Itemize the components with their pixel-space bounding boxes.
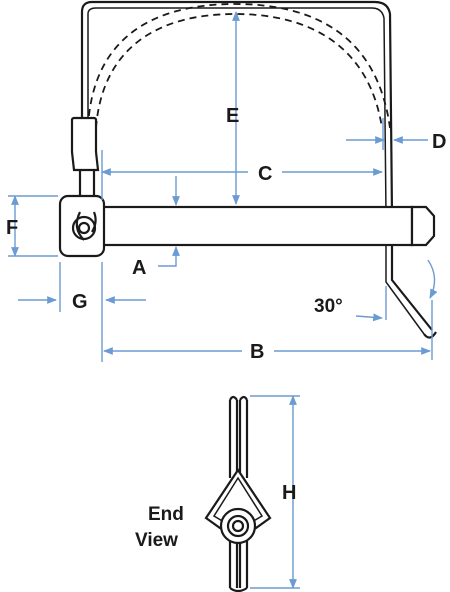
dim-a-bottom [158,246,180,267]
bail-clip [70,116,98,156]
end-view-wire-right [238,400,249,478]
dim-angle-pointer [355,313,383,322]
label-angle: 30° [314,296,343,317]
end-view-wire-bottom [229,587,248,592]
side-view [58,0,437,339]
eyelet-inner [77,221,91,235]
end-view-head-inner [231,519,245,533]
dimension-h [250,395,300,589]
label-c: C [258,163,272,185]
end-view-wire-top [229,395,248,401]
end-view-wire-left [228,400,239,478]
label-h: H [282,482,296,504]
bail-wire [80,0,433,331]
label-f: F [6,217,18,239]
label-g: G [72,291,88,313]
label-a: A [132,257,146,279]
bail-wire-inner [87,7,425,335]
bail-through-eyelet [75,211,97,241]
bail-swing-arc-outer [87,3,391,129]
pin-shaft [98,205,414,247]
dimensions [8,11,438,362]
bail-clip-lower [70,151,100,172]
bail-swing-arc-inner [95,13,383,129]
end-view-wire-lower [228,540,249,588]
dim-angle-arc [427,259,438,299]
bail-tip [423,331,437,339]
end-view [204,395,272,592]
label-e: E [226,105,239,127]
end-view-label-line2: View [135,530,178,551]
pin-tip [410,205,436,247]
end-view-label-line1: End [148,504,184,525]
label-d: D [432,131,446,153]
label-b: B [250,341,264,363]
